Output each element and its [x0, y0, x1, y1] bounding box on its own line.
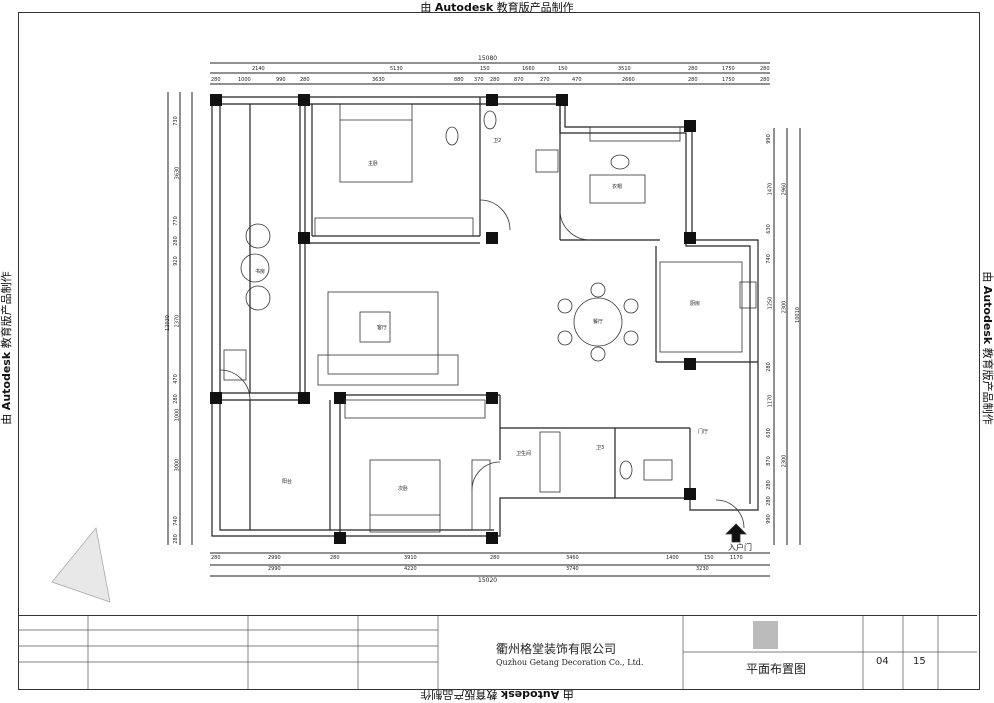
room-label-second-bedroom: 次卧	[398, 486, 409, 492]
dim-right: 280	[765, 496, 772, 506]
room-label-bath-3: 卫3	[596, 445, 605, 451]
drawing-title: 平面布置图	[746, 662, 807, 676]
dim-bottom: 3460	[566, 555, 579, 561]
dim-right: 990	[765, 514, 772, 524]
company-name-cn: 衢州格堂装饰有限公司	[496, 642, 617, 656]
room-label-dining: 餐厅	[593, 319, 604, 325]
room-label-bath-1: 卫生间	[516, 451, 532, 457]
room-label-storage: 衣帽	[612, 184, 623, 190]
dim-left: 3000	[174, 458, 181, 472]
dim-right: 630	[765, 224, 772, 234]
dim-top: 280	[490, 77, 500, 83]
title-block-grid	[18, 616, 977, 689]
dim-right: 630	[765, 428, 772, 438]
dim-top: 880	[454, 77, 464, 83]
dim-top: 280	[688, 66, 698, 72]
room-label-kitchen: 厨房	[690, 301, 701, 307]
dim-top: 2660	[622, 77, 635, 83]
dim-top: 150	[480, 66, 490, 72]
dim-left: 770	[172, 216, 179, 226]
dim-bottom: 2990	[268, 555, 281, 561]
dim-left: 920	[172, 256, 179, 266]
drawing-frame	[18, 12, 980, 690]
room-label-balcony: 阳台	[282, 479, 293, 485]
dim-bottom: 150	[704, 555, 714, 561]
title-block: 衢州格堂装饰有限公司 Quzhou Getang Decoration Co.,…	[18, 615, 977, 689]
dim-bottom: 1400	[666, 555, 679, 561]
dim-top: 1750	[722, 77, 735, 83]
dim-top: 1660	[522, 66, 535, 72]
dim-top: 1000	[238, 77, 251, 83]
dim-left: 470	[172, 374, 179, 384]
sheet-total: 15	[913, 656, 926, 667]
sheet-number: 04	[876, 656, 889, 667]
dim-top: 280	[760, 66, 770, 72]
dim-bottom: 3910	[404, 555, 417, 561]
dim-top: 470	[572, 77, 582, 83]
dim-right: 2300	[781, 300, 788, 314]
dim-right: 280	[765, 362, 772, 372]
dim-left-overall: 12030	[164, 315, 171, 331]
dim-bottom: 3740	[566, 566, 579, 572]
room-label-study: 书房	[255, 269, 266, 275]
dim-top: 3630	[372, 77, 385, 83]
dim-top: 990	[276, 77, 286, 83]
dim-top: 270	[540, 77, 550, 83]
room-label-bath-2: 卫2	[493, 138, 502, 144]
dim-right: 1170	[767, 394, 774, 408]
dim-bottom: 280	[211, 555, 221, 561]
dim-bottom: 1170	[730, 555, 743, 561]
dim-left: 2370	[174, 314, 181, 328]
dim-left: 1000	[174, 408, 181, 422]
dim-right: 2960	[781, 182, 788, 196]
dim-bottom: 280	[330, 555, 340, 561]
dim-left: 730	[172, 116, 179, 126]
dim-left: 280	[172, 534, 179, 544]
dim-top: 280	[688, 77, 698, 83]
dim-top: 2140	[252, 66, 265, 72]
dim-top: 150	[558, 66, 568, 72]
room-label-living: 客厅	[377, 325, 388, 331]
dim-right: 740	[765, 254, 772, 264]
dim-right-overall: 10010	[794, 307, 801, 323]
dim-top: 370	[474, 77, 484, 83]
dim-left: 740	[172, 516, 179, 526]
dim-right: 870	[765, 456, 772, 466]
dim-left: 280	[172, 394, 179, 404]
dim-right: 280	[765, 480, 772, 490]
dim-right: 2300	[781, 454, 788, 468]
dim-right: 1250	[767, 296, 774, 310]
dim-top: 1750	[722, 66, 735, 72]
dim-bottom: 2990	[268, 566, 281, 572]
dim-bottom: 4220	[404, 566, 417, 572]
dim-top: 5130	[390, 66, 403, 72]
dim-bottom: 3230	[696, 566, 709, 572]
room-label-entry: 门厅	[698, 429, 709, 435]
dim-top: 3510	[618, 66, 631, 72]
company-name-en: Quzhou Getang Decoration Co., Ltd.	[496, 658, 644, 667]
entry-door-label: 入户门	[728, 543, 752, 552]
room-label-master-bedroom: 主卧	[368, 161, 379, 167]
dim-left: 3630	[174, 166, 181, 180]
dim-bottom-overall: 15020	[478, 577, 498, 584]
dim-left: 280	[172, 236, 179, 246]
dim-right: 990	[765, 134, 772, 144]
watermark-top: 由 Autodesk 教育版产品制作	[420, 1, 574, 14]
dim-bottom: 280	[490, 555, 500, 561]
dim-top: 280	[760, 77, 770, 83]
dim-right: 1470	[767, 182, 774, 196]
dim-top: 280	[211, 77, 221, 83]
dim-top: 280	[300, 77, 310, 83]
dim-top: 870	[514, 77, 524, 83]
dim-top-overall: 15080	[478, 55, 498, 62]
